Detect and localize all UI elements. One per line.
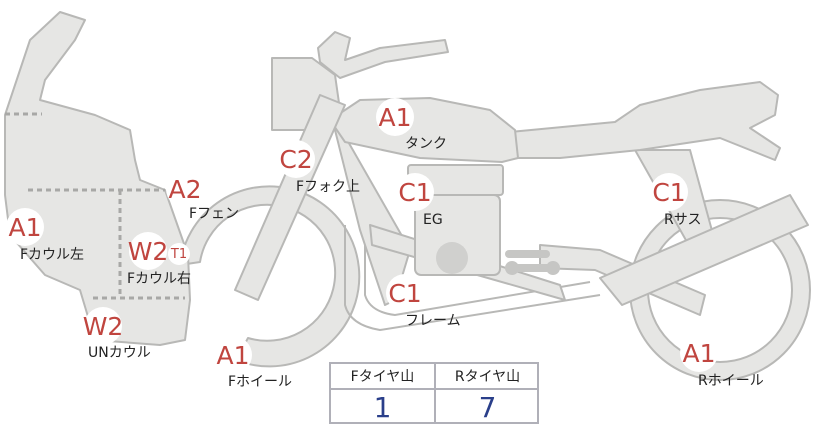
cowl-left-grade-mark: A1 [6, 208, 44, 246]
table-divider [434, 364, 436, 422]
frame-loop-shape [344, 225, 601, 332]
cowl-right-label: Fカウル右 [127, 271, 192, 287]
rear-tire-value: 7 [478, 390, 497, 424]
front-tire-value: 1 [373, 390, 392, 424]
fairing-division-lines [5, 112, 185, 300]
frame-grade-mark: C1 [386, 274, 424, 312]
front-fender-label: Fフェン [189, 206, 240, 222]
rear-tire-header: Rタイヤ山 [436, 364, 539, 390]
rear-wheel-grade-mark: A1 [680, 334, 718, 372]
frame-loop-inner-shape [364, 230, 591, 317]
handlebar-shape [317, 31, 449, 79]
front-tire-header: Fタイヤ山 [331, 364, 434, 390]
cowl-right-sub-grade-mark: T1 [168, 243, 190, 265]
engine-label: EG [423, 212, 443, 228]
rear-suspension-label: Rサス [664, 212, 702, 228]
rear-wheel-label: Rホイール [698, 373, 764, 389]
under-cowl-label: UNカウル [88, 345, 151, 361]
cowl-left-label: Fカウル左 [20, 247, 85, 263]
front-fender-grade-mark: A2 [166, 170, 204, 208]
fork-upper-grade-mark: C2 [277, 140, 315, 178]
muffler-shape [599, 194, 809, 306]
tire-tread-table: Fタイヤ山 Rタイヤ山 1 7 [329, 362, 539, 424]
front-wheel-label: Fホイール [228, 374, 293, 390]
front-fairing-shape [4, 11, 191, 346]
front-fork-shape [234, 94, 346, 301]
under-cowl-grade-mark: W2 [83, 307, 123, 345]
fuel-tank-shape [329, 97, 519, 163]
rear-suspension-grade-mark: C1 [650, 173, 688, 211]
seat-shape [509, 81, 781, 161]
engine-grade-mark: C1 [396, 173, 434, 211]
frame-label: フレーム [405, 313, 461, 329]
tank-label: タンク [405, 136, 447, 152]
tank-grade-mark: A1 [376, 98, 414, 136]
fork-upper-label: Fフォク上 [296, 179, 361, 195]
front-wheel-grade-mark: A1 [214, 336, 252, 374]
cowl-right-grade-mark: W2 [128, 232, 168, 270]
